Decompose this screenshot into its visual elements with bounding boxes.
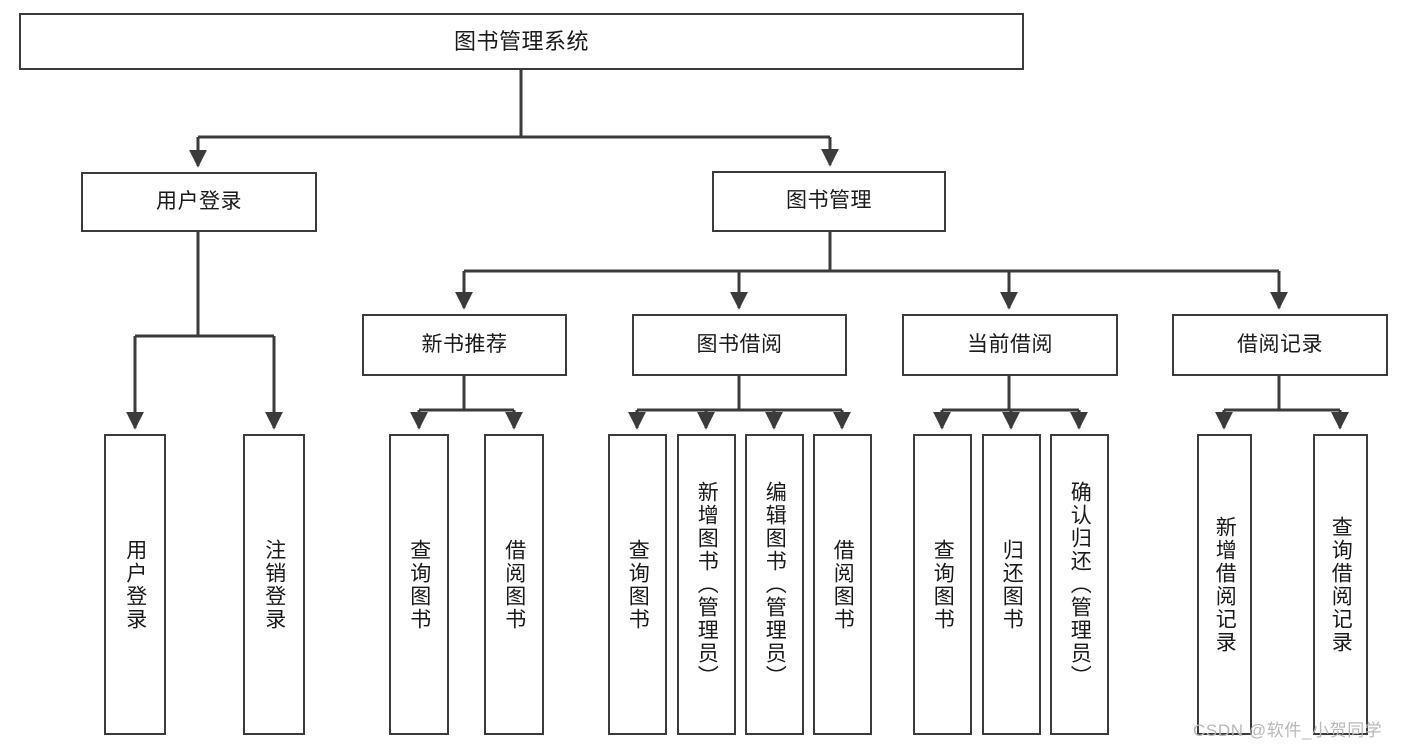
node-leaf-confirm-return[interactable]: 确认归还（管理员） <box>1050 434 1109 735</box>
node-leaf-user-logout-label: 注销登录 <box>262 538 286 631</box>
node-leaf-borrow-book-2[interactable]: 借阅图书 <box>813 434 872 735</box>
node-user-login[interactable]: 用户登录 <box>81 172 317 232</box>
node-new-book-recommend-label: 新书推荐 <box>421 332 508 356</box>
node-borrow-record-label: 借阅记录 <box>1237 332 1323 356</box>
node-leaf-query-book-3[interactable]: 查询图书 <box>913 434 972 735</box>
node-leaf-add-record[interactable]: 新增借阅记录 <box>1197 434 1252 735</box>
node-leaf-return-book-label: 归还图书 <box>1000 538 1024 631</box>
node-leaf-user-login-label: 用户登录 <box>123 538 147 631</box>
node-book-manage-label: 图书管理 <box>786 189 872 213</box>
node-root-label: 图书管理系统 <box>453 28 589 54</box>
node-leaf-user-logout[interactable]: 注销登录 <box>243 434 305 735</box>
node-leaf-borrow-book-2-label: 借阅图书 <box>831 538 855 631</box>
node-new-book-recommend[interactable]: 新书推荐 <box>362 314 567 376</box>
node-leaf-query-book-1-label: 查询图书 <box>407 538 431 631</box>
node-leaf-query-record[interactable]: 查询借阅记录 <box>1313 434 1368 735</box>
node-leaf-edit-book-label: 编辑图书（管理员） <box>763 481 787 688</box>
node-leaf-query-book-2[interactable]: 查询图书 <box>608 434 667 735</box>
node-leaf-return-book[interactable]: 归还图书 <box>982 434 1041 735</box>
node-leaf-borrow-book-1[interactable]: 借阅图书 <box>484 434 544 735</box>
node-book-manage[interactable]: 图书管理 <box>712 171 946 232</box>
node-leaf-borrow-book-1-label: 借阅图书 <box>502 538 526 631</box>
node-leaf-query-book-3-label: 查询图书 <box>931 538 955 631</box>
node-leaf-edit-book[interactable]: 编辑图书（管理员） <box>745 434 804 735</box>
node-leaf-query-book-1[interactable]: 查询图书 <box>389 434 449 735</box>
node-book-borrow[interactable]: 图书借阅 <box>632 314 847 376</box>
node-leaf-query-record-label: 查询借阅记录 <box>1329 515 1353 654</box>
node-leaf-add-book-label: 新增图书（管理员） <box>695 481 719 688</box>
node-leaf-add-book[interactable]: 新增图书（管理员） <box>677 434 736 735</box>
node-root[interactable]: 图书管理系统 <box>19 13 1024 70</box>
node-book-borrow-label: 图书借阅 <box>696 332 783 356</box>
node-leaf-query-book-2-label: 查询图书 <box>626 538 650 631</box>
node-current-borrow-label: 当前借阅 <box>967 332 1053 356</box>
node-borrow-record[interactable]: 借阅记录 <box>1172 314 1388 376</box>
node-leaf-add-record-label: 新增借阅记录 <box>1213 515 1237 654</box>
watermark: CSDN @软件_小贺同学 <box>1193 721 1383 740</box>
node-leaf-user-login[interactable]: 用户登录 <box>104 434 166 735</box>
node-user-login-label: 用户登录 <box>156 189 242 213</box>
node-current-borrow[interactable]: 当前借阅 <box>902 314 1118 376</box>
node-leaf-confirm-return-label: 确认归还（管理员） <box>1068 481 1092 688</box>
